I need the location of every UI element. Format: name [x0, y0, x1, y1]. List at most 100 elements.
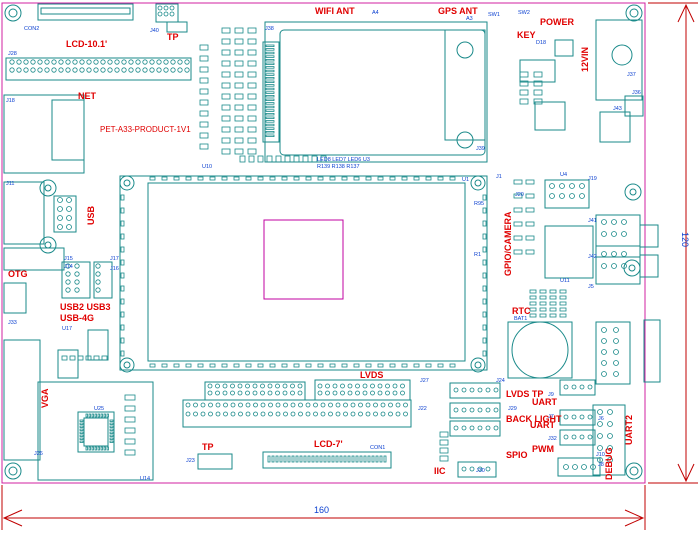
pad — [114, 67, 120, 73]
pad — [120, 259, 125, 266]
pad — [549, 289, 557, 294]
pad — [290, 402, 296, 408]
ref-u25: U25 — [94, 406, 104, 412]
pad — [247, 38, 257, 45]
pad — [477, 387, 483, 393]
ref-j28: J28 — [8, 51, 17, 57]
pad — [482, 324, 487, 331]
pad — [238, 402, 243, 408]
pad — [370, 383, 375, 389]
pad — [453, 407, 459, 413]
pad — [287, 455, 291, 463]
label-gps-ant: GPS ANT — [438, 6, 478, 16]
pad — [317, 383, 323, 389]
pad — [279, 455, 283, 463]
pad — [305, 411, 311, 417]
ref-j30: J30 — [476, 468, 485, 474]
cpu-module — [119, 175, 488, 371]
pad — [234, 71, 244, 78]
pad — [311, 455, 315, 463]
pad — [221, 104, 231, 111]
pad — [449, 176, 456, 181]
board-outline — [1, 2, 646, 484]
pad — [317, 390, 323, 396]
bottom-header-pins — [185, 383, 596, 472]
pad — [392, 383, 398, 389]
small-components — [61, 71, 567, 462]
pad — [177, 59, 183, 65]
pad — [265, 66, 275, 69]
label-uart-a: UART — [532, 397, 557, 407]
pad — [569, 183, 575, 189]
pad — [184, 59, 190, 65]
pad — [549, 301, 557, 306]
pad — [329, 363, 336, 368]
ref-u10: U10 — [202, 164, 212, 170]
pad — [247, 104, 257, 111]
pad — [529, 301, 537, 306]
pad — [221, 176, 228, 181]
pad — [559, 301, 567, 306]
ref-j20: J20 — [515, 192, 524, 198]
pad — [611, 219, 617, 225]
pad — [375, 455, 379, 463]
board-model-text: PET-A33-PRODUCT-1V1 — [100, 125, 191, 134]
pad — [245, 390, 250, 396]
ref-j10: J10 — [596, 452, 605, 458]
pad — [362, 383, 368, 389]
pad — [525, 235, 535, 241]
label-wifi-ant: WIFI ANT — [315, 6, 355, 16]
pad — [482, 246, 487, 253]
pad — [149, 67, 155, 73]
pad — [313, 411, 318, 417]
pad — [66, 224, 72, 230]
pad — [257, 155, 264, 163]
ref-a4: A4 — [372, 10, 379, 16]
pad — [185, 176, 192, 181]
pad — [109, 422, 114, 425]
pad — [269, 363, 276, 368]
pad — [221, 93, 231, 100]
label-power: POWER — [540, 17, 575, 27]
pad — [401, 176, 408, 181]
pad — [373, 411, 378, 417]
pad — [513, 193, 523, 199]
pad — [590, 464, 596, 470]
label-vga: VGA — [40, 388, 50, 408]
pad — [51, 59, 57, 65]
pad — [57, 197, 63, 203]
pad — [362, 390, 368, 396]
pad — [79, 434, 84, 437]
ref-j36: J36 — [632, 90, 641, 96]
pad — [106, 446, 109, 451]
pad — [247, 93, 257, 100]
pad — [482, 311, 487, 318]
pad — [281, 363, 288, 368]
pad — [51, 67, 57, 73]
pad — [482, 207, 487, 214]
pad — [611, 231, 617, 237]
power-section — [519, 19, 644, 143]
ref-j40: J40 — [150, 28, 159, 34]
pad — [365, 411, 371, 417]
pad — [469, 407, 475, 413]
pad — [85, 355, 92, 361]
pad — [265, 91, 275, 94]
pad — [66, 215, 72, 221]
pad — [106, 413, 109, 418]
ref-j19: J19 — [588, 176, 597, 182]
pad — [157, 5, 163, 11]
pad — [305, 402, 311, 408]
pad — [385, 383, 390, 389]
pad — [207, 390, 213, 396]
pad — [161, 363, 168, 368]
ref-j43: J43 — [613, 106, 622, 112]
pad — [237, 390, 243, 396]
pad — [185, 402, 191, 408]
pad — [601, 219, 607, 225]
pad — [477, 466, 483, 472]
pad — [69, 355, 76, 361]
pad — [493, 407, 499, 413]
pad — [177, 67, 183, 73]
pad — [265, 44, 275, 48]
